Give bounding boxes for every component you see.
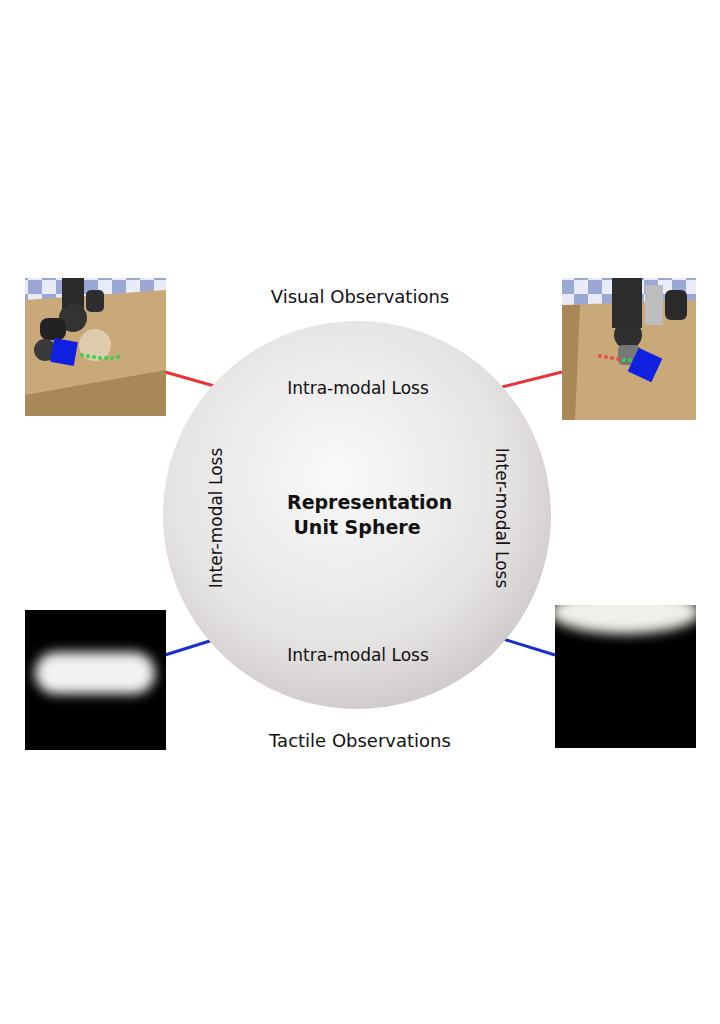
- modality-heading: Visual Observations: [271, 286, 449, 307]
- visual-observation-image: [562, 278, 696, 420]
- loss-label: Inter-modal Loss: [492, 448, 512, 589]
- tactile-observation-image: [25, 610, 166, 750]
- loss-label: Intra-modal Loss: [287, 378, 429, 398]
- loss-label: Inter-modal Loss: [206, 448, 226, 589]
- sphere-title: Representation Unit Sphere: [287, 490, 427, 539]
- loss-label: Intra-modal Loss: [287, 645, 429, 665]
- tactile-observation-image: [555, 605, 696, 748]
- visual-observation-image: [25, 278, 166, 416]
- modality-heading: Tactile Observations: [269, 730, 451, 751]
